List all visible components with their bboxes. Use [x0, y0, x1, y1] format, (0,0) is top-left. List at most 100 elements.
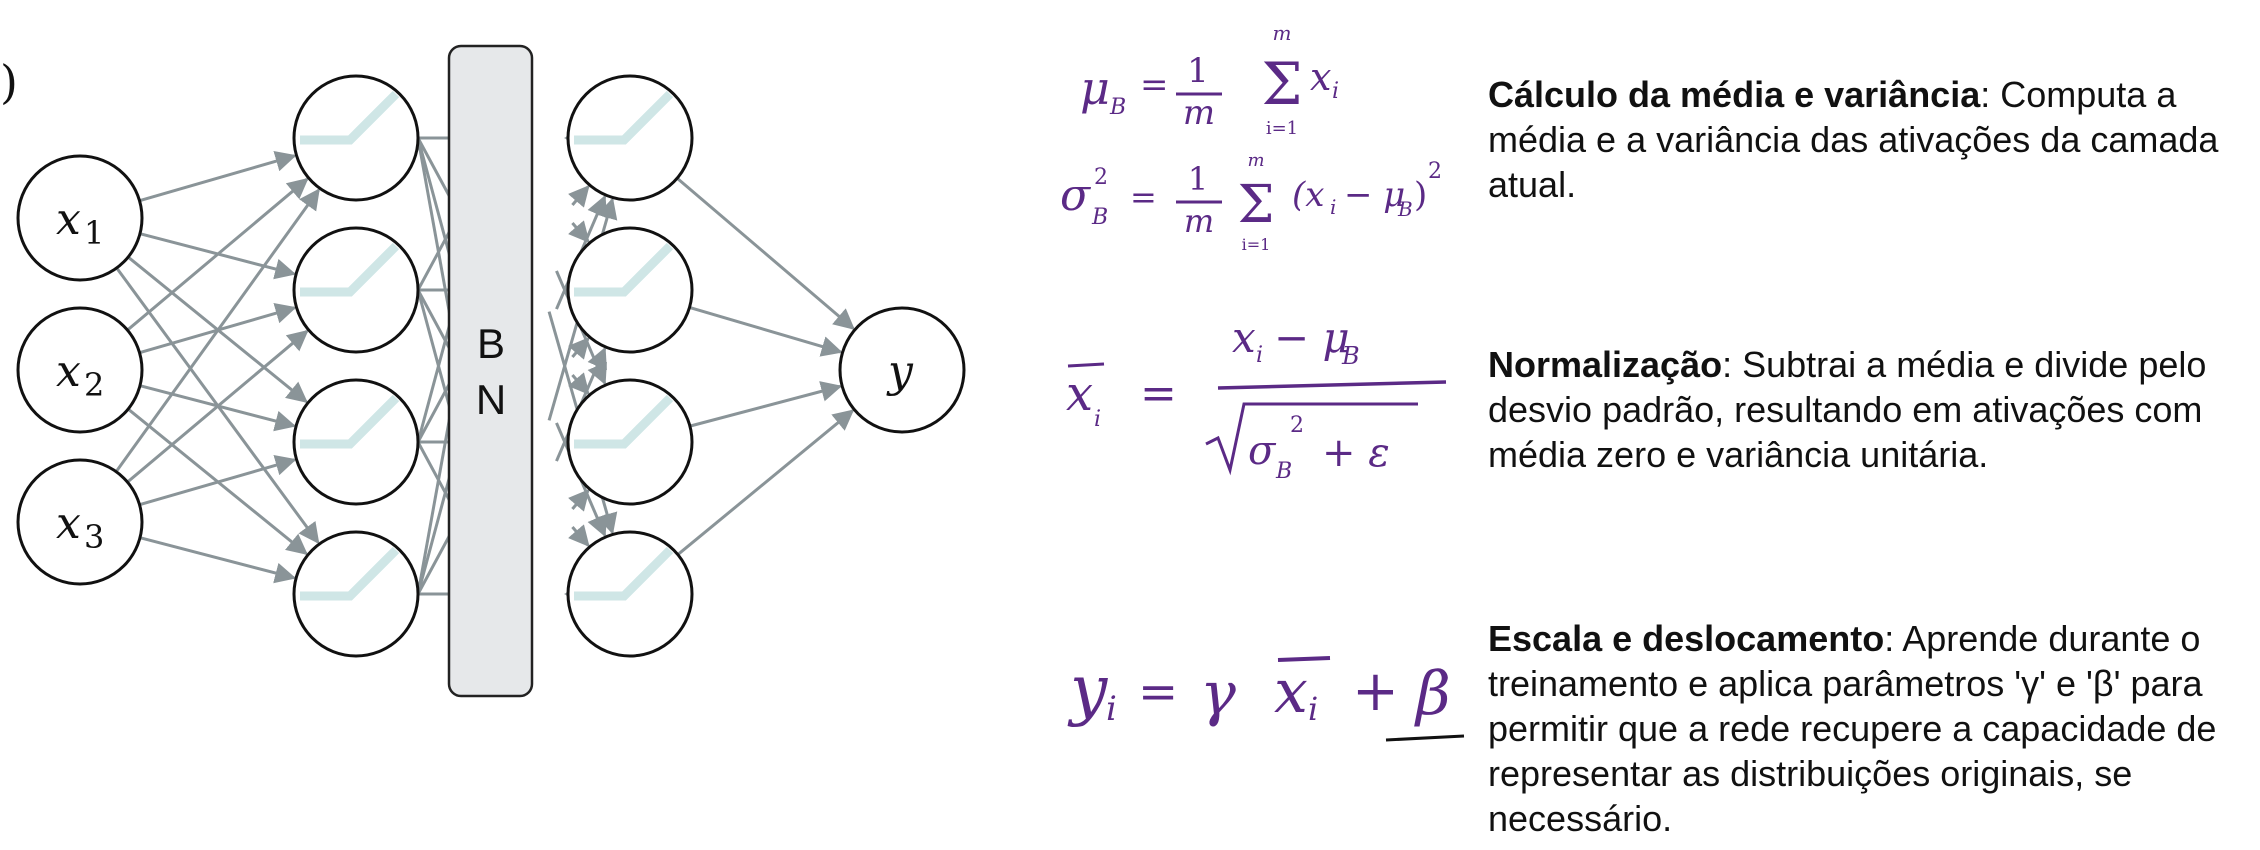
mean-sigma: Σ	[1261, 50, 1302, 118]
variance-lhs-sup: 2	[1094, 165, 1108, 190]
variance-term-open: (x	[1292, 175, 1324, 215]
mean-variance-body: : Computa a média e a variância das ativ…	[1488, 74, 2219, 205]
mean-denominator: m	[1183, 93, 1215, 133]
input-label-3: x	[56, 498, 81, 549]
scale-lhs-sub: i	[1106, 689, 1117, 729]
normalize-lhs-sub: i	[1094, 407, 1101, 432]
relu-activation-icon	[300, 546, 400, 601]
equations: μ B = 1 m m Σ i=1 x i σ 2 B = 1 m m Σ i=…	[1060, 21, 1465, 742]
mean-lhs: μ	[1080, 61, 1110, 115]
output-node: y	[838, 306, 966, 434]
input-label-3-subscript: 3	[84, 518, 104, 556]
variance-term-rest-sub: B	[1397, 197, 1413, 221]
relu-activation-icon	[574, 90, 674, 145]
input-label-1: x	[56, 194, 81, 245]
batch-norm-letter-b: B	[477, 320, 505, 367]
edge-bn-3-hidden2-4	[567, 524, 590, 548]
mean-sum-top: m	[1273, 21, 1292, 45]
normalization-body: : Subtrai a média e divide pelo desvio p…	[1488, 344, 2207, 475]
normalization-title: Normalização	[1488, 344, 1723, 385]
variance-term-rest: − μ	[1344, 175, 1405, 215]
scale-x-sub: i	[1308, 690, 1318, 728]
relu-activation-icon	[300, 90, 400, 145]
relu-activation-icon	[574, 242, 674, 297]
edge-input-2-hidden1-1	[126, 177, 309, 332]
scale-x-bar	[1277, 656, 1331, 662]
edge-hidden2-2-output	[689, 306, 843, 357]
scale-shift-description: Escala e deslocamento: Aprende durante o…	[1488, 616, 2248, 841]
normalize-sqrt	[1205, 402, 1418, 476]
edge-input-1-hidden1-1	[139, 150, 297, 203]
normalize-lhs-bar	[1067, 362, 1105, 368]
variance-lhs-sub: B	[1091, 205, 1108, 230]
scale-plus: +	[1352, 659, 1399, 724]
edge-hidden2-1-output	[676, 177, 855, 330]
batch-norm-box	[447, 44, 534, 698]
normalize-lhs: x	[1066, 366, 1093, 422]
normalization-description: Normalização: Subtrai a média e divide p…	[1488, 342, 2248, 477]
panel-label: )	[0, 55, 18, 109]
scale-equals: =	[1138, 664, 1178, 720]
mean-lhs-sub: B	[1109, 95, 1126, 120]
variance-equals: =	[1130, 178, 1157, 216]
scale-x: x	[1274, 657, 1308, 727]
scale-underline	[1385, 734, 1465, 742]
normalize-num: x	[1232, 313, 1256, 362]
edge-bn-1-hidden2-2	[567, 220, 590, 244]
normalize-den-sub: B	[1275, 459, 1292, 484]
hidden2-node-2	[566, 226, 694, 354]
mean-variance-description: Cálculo da média e variância: Computa a …	[1488, 72, 2248, 207]
mean-sum-bottom: i=1	[1266, 118, 1298, 139]
normalize-equation: x i = x i − μ B σ 2 B + ε	[1066, 313, 1447, 484]
output-label: y	[886, 346, 914, 397]
edge-bn-2-hidden2-3	[567, 372, 590, 396]
variance-sum-bottom: i=1	[1242, 235, 1271, 254]
hidden1-node-2	[292, 226, 420, 354]
edge-bn-2-hidden2-1	[567, 184, 590, 208]
input-label-1-subscript: 1	[84, 214, 104, 252]
relu-activation-icon	[574, 546, 674, 601]
scale-shift-title: Escala e deslocamento	[1488, 618, 1885, 659]
relu-activation-icon	[300, 242, 400, 297]
normalize-num-rest: − μ	[1274, 313, 1350, 362]
mean-variance-title: Cálculo da média e variância	[1488, 74, 1981, 115]
normalize-equals: =	[1140, 368, 1177, 419]
hidden2-node-3	[566, 378, 694, 506]
input-label-2: x	[56, 346, 81, 397]
normalize-num-rest-sub: B	[1341, 342, 1360, 370]
variance-sigma: Σ	[1238, 175, 1275, 235]
normalize-den-sup: 2	[1290, 413, 1304, 438]
scale-shift-body: : Aprende durante o treinamento e aplica…	[1488, 618, 2217, 839]
relu-activation-icon	[300, 394, 400, 449]
hidden2-node-4	[566, 530, 694, 658]
normalize-num-sub: i	[1256, 343, 1263, 368]
variance-term-sup: 2	[1428, 159, 1442, 184]
mean-term: x	[1310, 55, 1331, 99]
mean-term-sub: i	[1332, 79, 1339, 104]
hidden1-node-4	[292, 530, 420, 658]
mean-numerator: 1	[1187, 51, 1209, 91]
variance-denominator: m	[1184, 202, 1214, 240]
scale-gamma: γ	[1200, 659, 1236, 729]
hidden1-node-3	[292, 378, 420, 506]
hidden2-node-1	[566, 74, 694, 202]
scale-lhs: y	[1067, 651, 1108, 728]
edge-input-3-hidden1-4	[139, 536, 297, 584]
normalize-den: σ	[1248, 428, 1277, 474]
relu-activation-icon	[574, 394, 674, 449]
edge-input-3-hidden1-2	[126, 329, 309, 484]
mean-equals: =	[1140, 65, 1169, 105]
edge-input-3-hidden1-3	[139, 454, 297, 507]
variance-lhs: σ	[1060, 170, 1092, 221]
edge-hidden2-3-output	[689, 381, 843, 428]
variance-term-close: )	[1414, 175, 1427, 215]
variance-sum-top: m	[1247, 150, 1264, 171]
scale-shift-equation: y i = γ x i + β	[1067, 651, 1465, 742]
batch-norm-letter-n: N	[476, 376, 506, 423]
edge-input-3-hidden1-1	[114, 188, 320, 473]
input-label-2-subscript: 2	[84, 366, 104, 404]
